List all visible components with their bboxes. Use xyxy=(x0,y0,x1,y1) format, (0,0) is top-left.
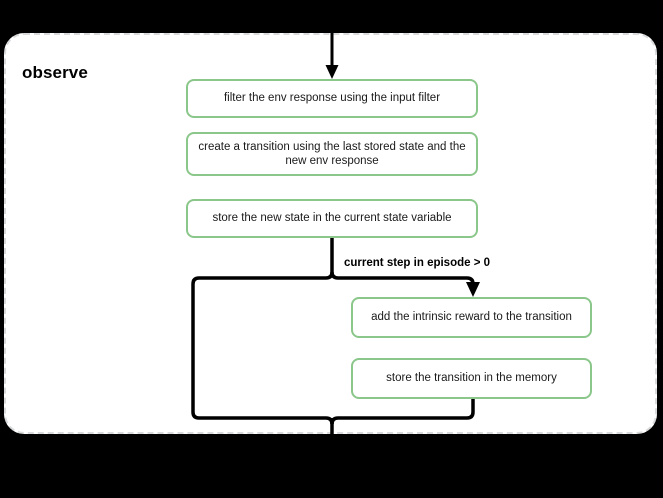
edge-label-branch-condition: current step in episode > 0 xyxy=(344,257,491,269)
node-add-intrinsic-reward[interactable]: add the intrinsic reward to the transiti… xyxy=(351,297,592,338)
node-create-transition[interactable]: create a transition using the last store… xyxy=(186,132,478,176)
node-filter-env-response[interactable]: filter the env response using the input … xyxy=(186,79,478,118)
node-store-transition-memory[interactable]: store the transition in the memory xyxy=(351,358,592,399)
node-store-new-state[interactable]: store the new state in the current state… xyxy=(186,199,478,238)
group-title: observe xyxy=(22,63,88,82)
